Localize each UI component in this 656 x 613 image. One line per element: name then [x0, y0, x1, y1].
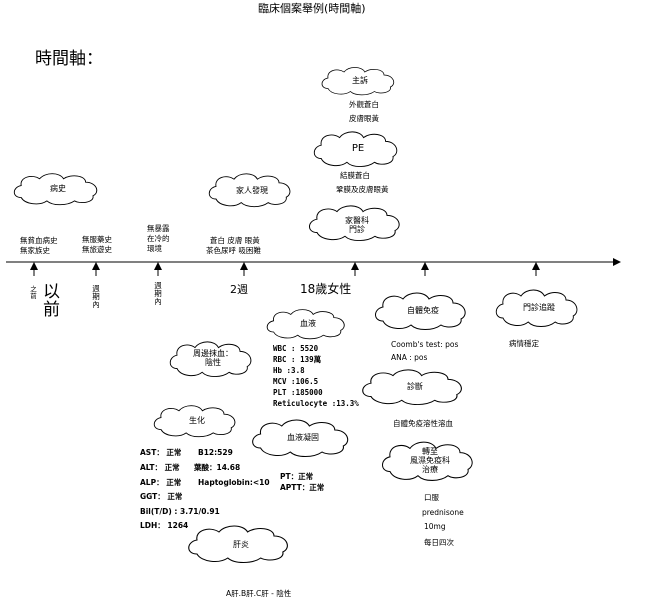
- diagnosis-result: 自體免疫溶性溶血: [393, 419, 453, 428]
- cloud-outpatient-label: 門診追蹤: [523, 303, 555, 312]
- cloud-hepatitis: 肝炎: [186, 524, 296, 564]
- blood-retic: Reticulocyte :13.3%: [273, 399, 359, 408]
- pe-item-1: 結膜蒼白: [340, 171, 370, 180]
- cloud-coagulation: 血液凝固: [250, 418, 356, 458]
- three-months-label: 週期內: [154, 281, 162, 306]
- page-title: 臨床個案舉例(時間軸): [258, 2, 366, 15]
- cloud-history-label: 病史: [50, 184, 66, 193]
- cold-line-3: 環境: [147, 244, 162, 253]
- history-line-1: 無貧血病史: [20, 236, 58, 245]
- cloud-blood-label: 血液: [300, 319, 316, 328]
- biochem-ast: AST： 正常: [140, 448, 182, 457]
- blood-mcv: MCV :106.5: [273, 377, 319, 386]
- followup-result: 病情穩定: [509, 339, 539, 348]
- patient-label: 18歲女性: [300, 282, 352, 296]
- timeline-heading: 時間軸：: [35, 49, 103, 69]
- biochem-folate: 葉酸：14.68: [194, 463, 241, 472]
- cloud-transfer-label: 轉至 風濕免疫科 治療: [410, 447, 450, 475]
- biochem-b12: B12:529: [198, 448, 233, 457]
- pe-item-2: 鞏膜及皮膚眼黃: [336, 185, 389, 194]
- cloud-blood: 血液: [265, 308, 351, 340]
- cloud-biochem: 生化: [152, 404, 242, 438]
- blood-hb: Hb :3.8: [273, 366, 305, 375]
- complaint-item-1: 外觀蒼白: [349, 100, 379, 109]
- cloud-chief-complaint: 主訴: [320, 66, 400, 96]
- no-drug-line-2: 無旅遊史: [82, 245, 112, 254]
- cloud-pe-label: PE: [351, 143, 365, 154]
- cloud-family-found: 家人發現: [207, 172, 297, 208]
- cold-line-2: 在冷的: [147, 234, 170, 243]
- treatment-line-4: 每日四次: [424, 538, 454, 547]
- cloud-diagnosis-label: 診斷: [407, 382, 423, 391]
- cold-line-1: 無暴露: [147, 224, 170, 233]
- autoimmune-coombs: Coomb's test: pos: [391, 340, 459, 349]
- coag-pt: PT：正常: [280, 472, 314, 481]
- two-weeks-label: 2週: [230, 283, 248, 296]
- cloud-coagulation-label: 血液凝固: [287, 433, 319, 442]
- treatment-line-1: 口服: [424, 493, 439, 502]
- complaint-item-2: 皮膚眼黃: [349, 114, 379, 123]
- cloud-peripheral-smear: 周邊抹血： 陰性: [168, 340, 258, 378]
- before-label-2: 前: [43, 300, 60, 320]
- cloud-chief-complaint-label: 主訴: [352, 76, 368, 85]
- blood-wbc: WBC : 5520: [273, 344, 319, 353]
- cloud-pe: PE: [312, 130, 404, 168]
- cloud-peripheral-smear-label: 周邊抹血： 陰性: [193, 349, 233, 368]
- cloud-diagnosis: 診斷: [360, 368, 470, 406]
- one-month-label: 週期內: [92, 284, 100, 309]
- family-line-2: 茶色尿呼 吸困難: [206, 246, 261, 255]
- biochem-alp: ALP： 正常: [140, 478, 182, 487]
- history-line-2: 無家族史: [20, 246, 50, 255]
- biochem-ldh: LDH： 1264: [140, 521, 189, 530]
- blood-plt: PLT :185000: [273, 388, 323, 397]
- cloud-family-medicine-label: 家醫科 門診: [345, 216, 369, 235]
- hepatitis-result: A肝.B肝.C肝 - 陰性: [226, 589, 292, 598]
- coag-aptt: APTT：正常: [280, 483, 325, 492]
- cloud-autoimmune: 自體免疫: [373, 291, 473, 331]
- treatment-line-3: 10mg: [424, 522, 446, 531]
- biochem-hapto: Haptoglobin:<10: [198, 478, 270, 487]
- before-small-label: 之前: [30, 285, 37, 300]
- no-drug-line-1: 無服藥史: [82, 235, 112, 244]
- autoimmune-ana: ANA : pos: [391, 353, 428, 362]
- biochem-alt: ALT： 正常: [140, 463, 180, 472]
- cloud-history: 病史: [12, 172, 104, 206]
- cloud-biochem-label: 生化: [189, 416, 205, 425]
- cloud-family-found-label: 家人發現: [236, 186, 268, 195]
- biochem-ggt: GGT： 正常: [140, 492, 183, 501]
- cloud-transfer: 轉至 風濕免疫科 治療: [380, 440, 480, 482]
- cloud-hepatitis-label: 肝炎: [233, 540, 249, 549]
- cloud-family-medicine: 家醫科 門診: [307, 204, 407, 242]
- cloud-autoimmune-label: 自體免疫: [407, 306, 439, 315]
- treatment-line-2: prednisone: [422, 508, 464, 517]
- family-line-1: 蒼白 皮膚 眼黃: [210, 236, 260, 245]
- cloud-outpatient: 門診追蹤: [494, 288, 584, 328]
- blood-rbc: RBC : 139萬: [273, 355, 322, 364]
- before-label: 以: [43, 282, 60, 302]
- biochem-bil: Bil(T/D) : 3.71/0.91: [140, 507, 220, 516]
